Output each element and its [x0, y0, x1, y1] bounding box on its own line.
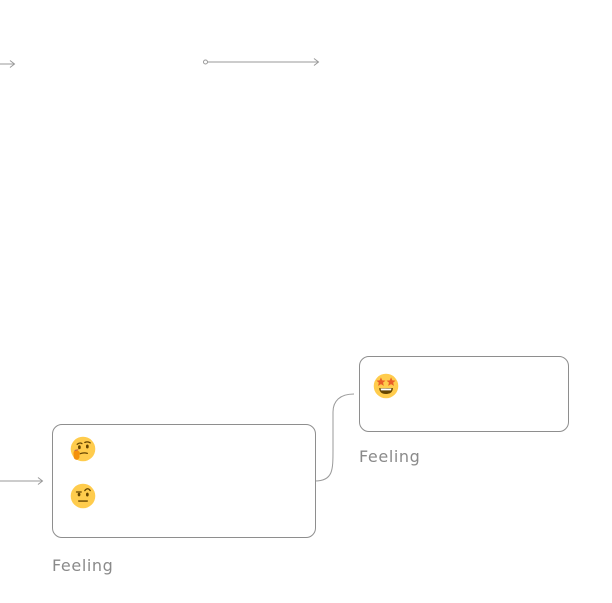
arrow-top-middle: [203, 58, 320, 66]
connector-left-to-right-card: [314, 393, 355, 482]
arrow-top-left: [0, 60, 16, 68]
feeling-card-right[interactable]: [359, 356, 569, 432]
face-with-raised-eyebrow-emoji: [70, 483, 96, 509]
feeling-card-left[interactable]: [52, 424, 316, 538]
left-card-caption: Feeling: [52, 556, 114, 575]
star-struck-emoji: [373, 373, 399, 399]
thinking-face-emoji: [70, 436, 96, 462]
right-card-caption: Feeling: [359, 447, 421, 466]
arrow-into-left-card: [0, 477, 44, 485]
